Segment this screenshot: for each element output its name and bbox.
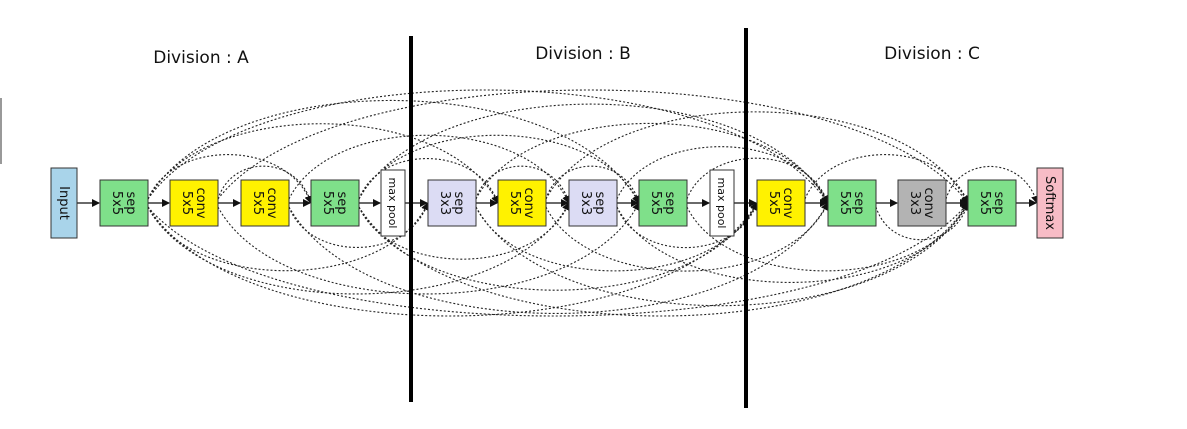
node-box <box>240 179 290 227</box>
skip-connection <box>475 122 829 204</box>
skip-connection <box>616 146 829 204</box>
node-b1: sep3x3 <box>427 179 477 227</box>
node-c1: conv5x5 <box>756 179 806 227</box>
node-box <box>756 179 806 227</box>
skip-connection <box>475 165 571 204</box>
skip-connection <box>945 166 1039 204</box>
skip-connection <box>147 99 640 204</box>
skip-connection <box>686 202 969 272</box>
node-box <box>497 179 547 227</box>
node-label: Softmax <box>1042 176 1057 230</box>
node-box <box>50 167 78 239</box>
node-a2: conv5x5 <box>169 179 219 227</box>
skip-connection <box>545 165 641 204</box>
node-label: sep5x5 <box>977 191 1006 215</box>
node-box <box>827 179 877 227</box>
division-b-title: Division : B <box>535 44 631 64</box>
skip-connection <box>147 89 829 204</box>
node-pool2: max pool <box>709 169 735 237</box>
skip-connection <box>875 202 970 241</box>
skip-connection <box>475 202 969 307</box>
node-c4: sep5x5 <box>967 179 1017 227</box>
node-box <box>967 179 1017 227</box>
node-label: conv3x3 <box>907 187 936 218</box>
node-label: sep3x3 <box>437 191 466 215</box>
node-label: conv5x5 <box>507 187 536 218</box>
skip-connection <box>358 202 758 291</box>
division-c-title: Division : C <box>884 44 980 64</box>
node-input: Input <box>50 167 78 239</box>
node-b3: sep3x3 <box>568 179 618 227</box>
node-label: max pool <box>386 178 399 229</box>
node-box <box>897 179 947 227</box>
node-c3: conv3x3 <box>897 179 947 227</box>
node-softmax: Softmax <box>1036 167 1064 239</box>
node-label: sep5x5 <box>648 191 677 215</box>
skip-connection <box>288 202 829 314</box>
node-a4: sep5x5 <box>310 179 360 227</box>
node-label: Input <box>56 186 71 220</box>
skip-connection <box>217 202 640 295</box>
skip-connection <box>545 111 969 204</box>
node-label: sep5x5 <box>837 191 866 215</box>
division-a-title: Division : A <box>153 48 249 68</box>
node-box <box>709 169 735 237</box>
node-box <box>638 179 688 227</box>
node-label: conv5x5 <box>250 187 279 218</box>
skip-connection <box>147 202 570 295</box>
skip-connection <box>358 103 829 204</box>
node-label: conv5x5 <box>179 187 208 218</box>
node-a1: sep5x5 <box>99 179 149 227</box>
node-box <box>310 179 360 227</box>
node-box <box>427 179 477 227</box>
node-label: conv5x5 <box>766 187 795 218</box>
skip-connection <box>217 89 969 204</box>
node-c2: sep5x5 <box>827 179 877 227</box>
skip-connection <box>288 202 430 248</box>
layer-nodes: Input sep5x5 conv5x5 conv5x5 sep5x5 max pool s… <box>50 167 1064 239</box>
node-box <box>380 169 406 237</box>
node-label: sep5x5 <box>109 191 138 215</box>
node-box <box>99 179 149 227</box>
node-label: sep5x5 <box>320 191 349 215</box>
skip-connection <box>147 202 969 317</box>
node-box <box>1036 167 1064 239</box>
node-pool1: max pool <box>380 169 406 237</box>
node-b2: conv5x5 <box>497 179 547 227</box>
skip-connection <box>686 157 830 204</box>
node-box <box>568 179 618 227</box>
node-a3: conv5x5 <box>240 179 290 227</box>
node-b4: sep5x5 <box>638 179 688 227</box>
skip-connection <box>217 165 313 204</box>
node-label: sep3x3 <box>578 191 607 215</box>
node-label: max pool <box>715 178 728 229</box>
node-box <box>169 179 219 227</box>
